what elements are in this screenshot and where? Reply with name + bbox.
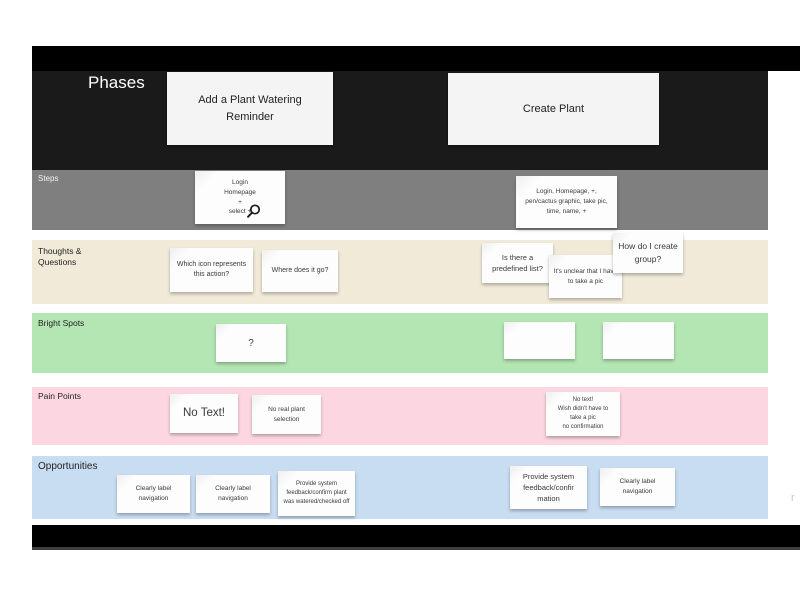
- row-label-steps: Steps: [38, 174, 59, 183]
- phase-card-add-watering-reminder[interactable]: Add a Plant Watering Reminder: [167, 72, 333, 145]
- sticky-note-where-does-it-go[interactable]: Where does it go?: [262, 250, 338, 292]
- row-label-pain-points: Pain Points: [38, 391, 81, 401]
- sticky-note-clearly-label-nav-1[interactable]: Clearly label navigation: [117, 475, 190, 513]
- sticky-note-steps-create-plant[interactable]: Login, Homepage, +, pen/cactus graphic, …: [516, 176, 617, 228]
- sticky-note-unclear-take-pic[interactable]: It's unclear that I have to take a pic: [549, 255, 622, 298]
- sticky-note-no-confirmation[interactable]: No text! Wish didn't have to take a pic …: [546, 392, 620, 436]
- sticky-note-system-feedback-watered[interactable]: Provide system feedback/confirm plant wa…: [278, 471, 355, 516]
- row-label-bright-spots: Bright Spots: [38, 318, 85, 328]
- sticky-note-question-mark[interactable]: ?: [216, 324, 286, 362]
- row-label-phases: Phases: [88, 73, 145, 92]
- sticky-note-steps-login[interactable]: Login Homepage + select +: [195, 171, 285, 224]
- sticky-note-blank[interactable]: [603, 322, 674, 359]
- magnifier-icon: [245, 193, 262, 218]
- sticky-note-no-real-plant-selection[interactable]: No real plant selection: [252, 395, 321, 434]
- top-black-bar: [32, 46, 800, 71]
- stray-text: r: [791, 492, 795, 504]
- row-label-thoughts-questions: Thoughts & Questions: [38, 246, 82, 267]
- sticky-note-no-text[interactable]: No Text!: [170, 394, 238, 433]
- sticky-note-predefined-list[interactable]: Is there a predefined list?: [482, 243, 553, 283]
- sticky-note-clearly-label-nav-3[interactable]: Clearly label navigation: [600, 468, 675, 506]
- row-pain-points: Pain Points: [32, 387, 768, 445]
- row-label-opportunities: Opportunities: [38, 461, 98, 472]
- sticky-note-which-icon[interactable]: Which icon represents this action?: [170, 248, 253, 292]
- sticky-note-how-create-group[interactable]: How do I create group?: [613, 233, 683, 273]
- phase-card-create-plant[interactable]: Create Plant: [448, 73, 659, 145]
- sticky-note-blank[interactable]: [504, 322, 575, 359]
- bottom-black-bar: [32, 525, 800, 550]
- sticky-note-clearly-label-nav-2[interactable]: Clearly label navigation: [196, 475, 270, 513]
- sticky-note-system-feedback-confirmation[interactable]: Provide system feedback/confir mation: [510, 466, 587, 509]
- row-steps: Steps: [32, 170, 768, 230]
- sticky-note-text: Login Homepage + select +: [224, 179, 256, 216]
